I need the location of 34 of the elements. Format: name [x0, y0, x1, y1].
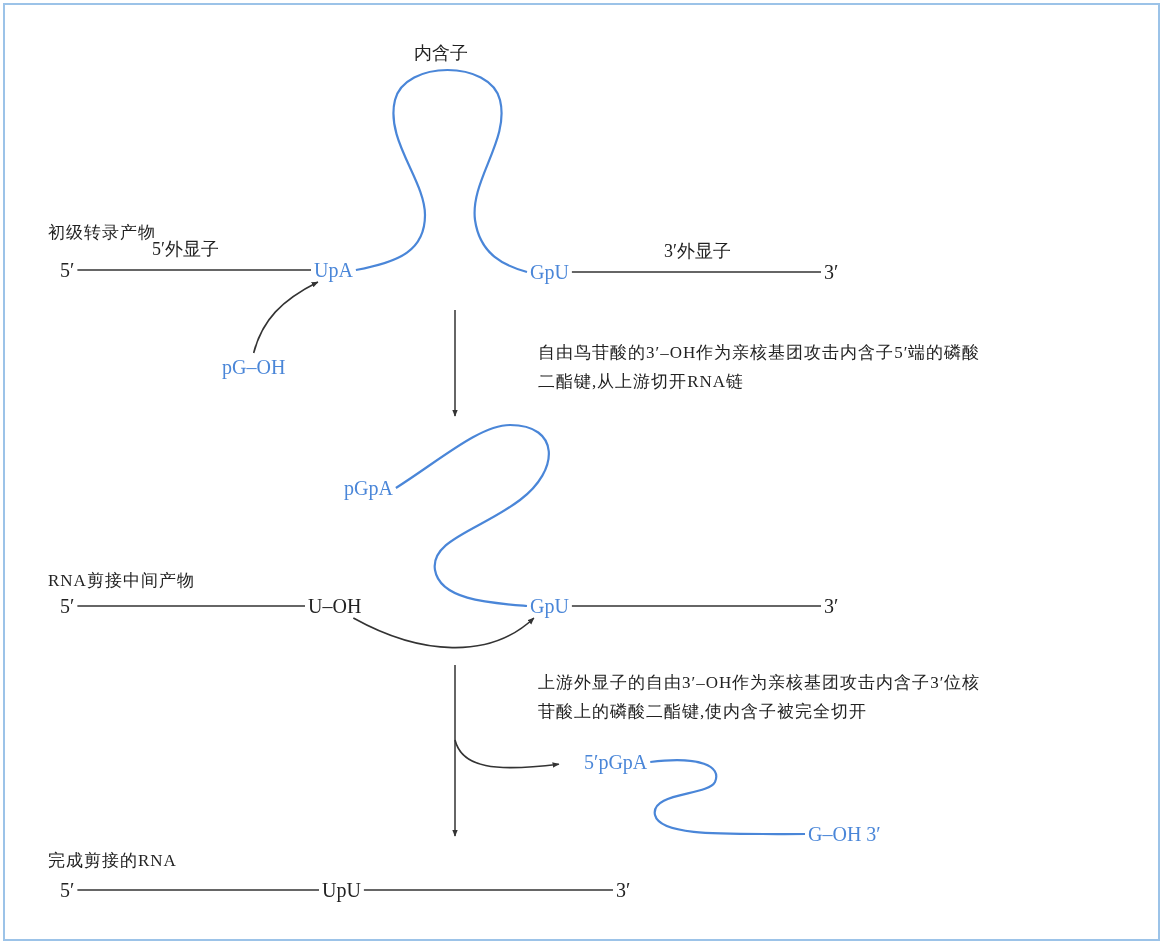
edge-label: 5′外显子: [150, 238, 221, 260]
strand-end-label: 5′: [60, 879, 75, 901]
nucleotide-label: 5′pGpA: [584, 751, 648, 773]
arrow: [352, 617, 535, 649]
strand-end-label: 3′: [616, 879, 631, 901]
nucleotide-label: pGpA: [344, 477, 393, 499]
strand-end-label: 3′: [824, 261, 839, 283]
strand-end-label: 5′: [60, 259, 75, 281]
strand-line: [76, 889, 320, 891]
nucleotide-label: UpU: [322, 879, 361, 901]
description-text: 上游外显子的自由3′–OH作为亲核基团攻击内含子3′位核苷酸上的磷酸二酯键,使内含子被完全切开: [538, 672, 982, 723]
strand-end-label: 3′: [824, 595, 839, 617]
strand-line: [76, 269, 312, 271]
nucleotide-label: GpU: [530, 261, 569, 283]
strand-line: [571, 271, 822, 273]
stage-heading: RNA剪接中间产物: [48, 570, 195, 592]
edge-label: 内含子: [412, 42, 470, 64]
nucleotide-label: U–OH: [308, 595, 362, 617]
nucleotide-label: G–OH 3′: [808, 823, 881, 845]
edge-label: 3′外显子: [662, 240, 733, 262]
strand-line: [76, 605, 306, 607]
description-text: 自由鸟苷酸的3′–OH作为亲核基团攻击内含子5′端的磷酸二酯键,从上游切开RNA链: [538, 342, 982, 393]
intron-loop: [395, 423, 550, 608]
strand-line: [363, 889, 614, 891]
strand-end-label: 5′: [60, 595, 75, 617]
nucleotide-label: GpU: [530, 595, 569, 617]
arrow: [252, 281, 319, 354]
nucleotide-label: UpA: [314, 259, 353, 281]
stage-heading: 完成剪接的RNA: [48, 850, 177, 872]
nucleotide-label: pG–OH: [222, 356, 286, 378]
intron-loop: [650, 759, 805, 836]
arrow: [454, 739, 560, 769]
intron-loop: [355, 68, 528, 274]
strand-line: [571, 605, 822, 607]
